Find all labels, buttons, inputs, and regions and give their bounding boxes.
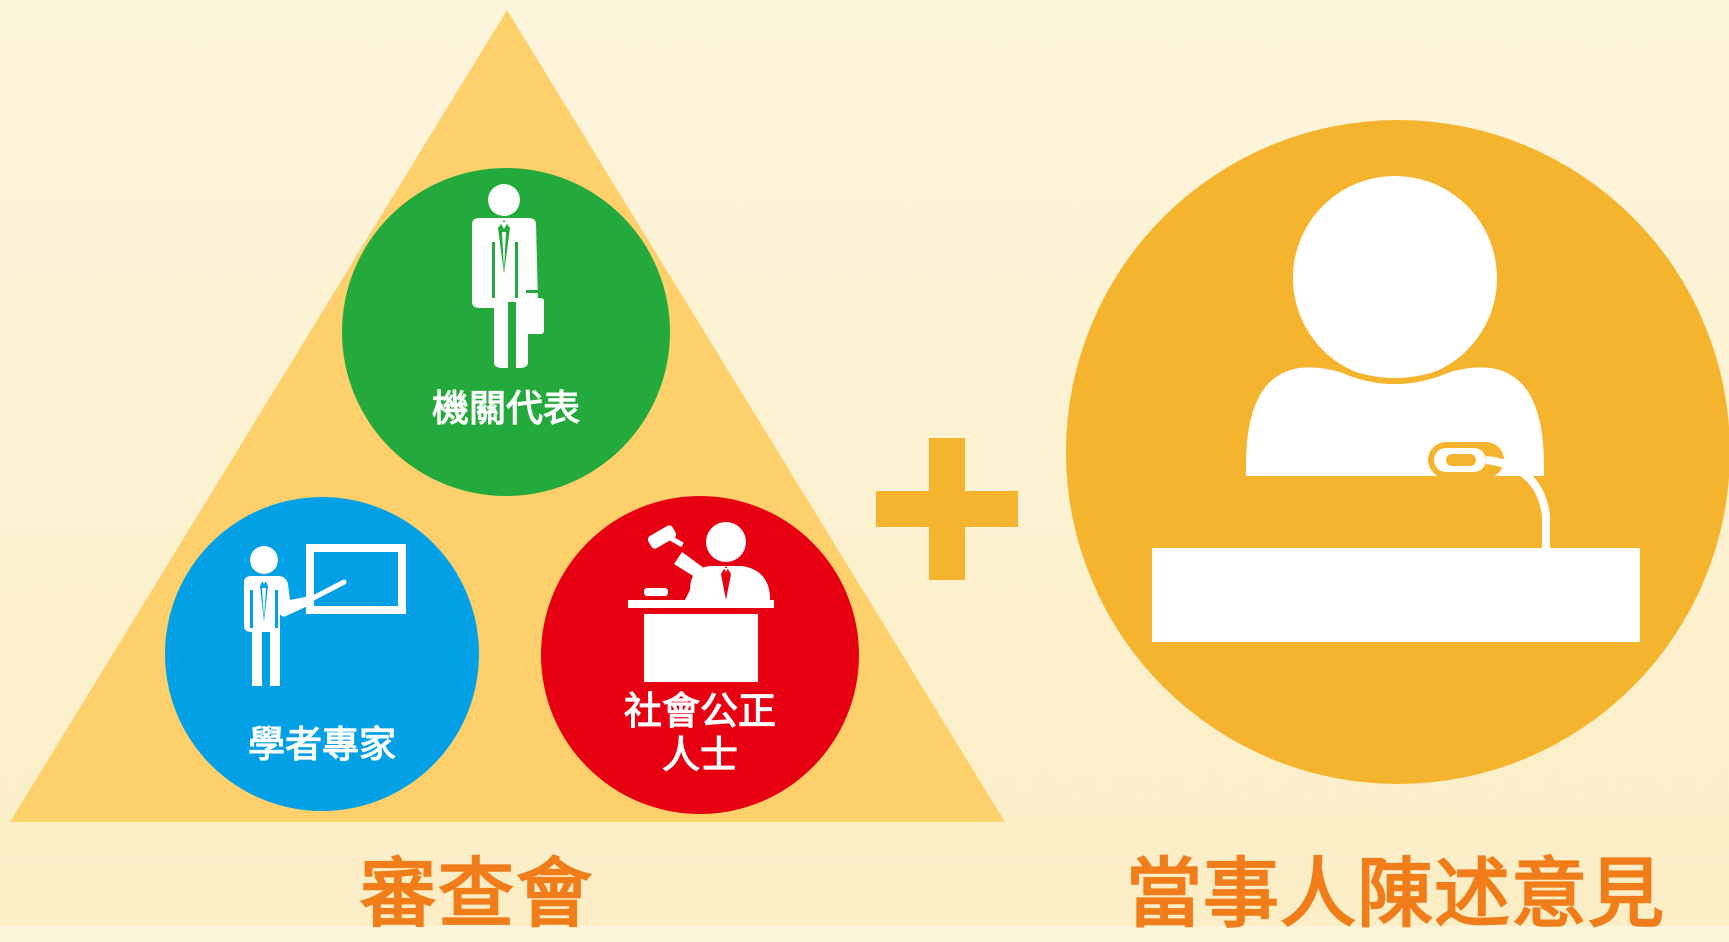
speaker-podium-icon (1152, 176, 1640, 642)
plus-icon (876, 438, 1018, 580)
committee-title: 審查會 (360, 849, 594, 938)
party-title: 當事人陳述意見 (1126, 849, 1665, 938)
judge-gavel-icon (628, 522, 774, 682)
member-label-agency: 機關代表 (432, 387, 580, 430)
member-label-public: 社會公正 人士 (623, 689, 776, 777)
teacher-blackboard-icon (244, 544, 406, 686)
member-label-scholar: 學者專家 (248, 723, 396, 766)
businessman-briefcase-icon (472, 184, 544, 368)
